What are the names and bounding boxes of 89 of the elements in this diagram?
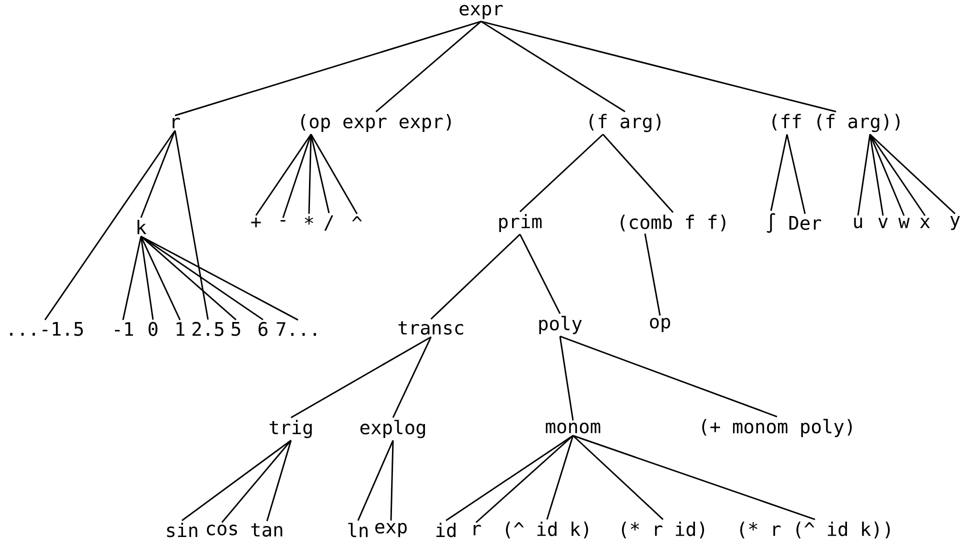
tree-node-label: * bbox=[304, 216, 314, 225]
tree-branch bbox=[390, 440, 394, 521]
tree-branch bbox=[480, 20, 836, 112]
tree-node-label: (* r id) bbox=[622, 522, 704, 538]
tree-node-label: exp bbox=[375, 522, 407, 538]
tree-branch bbox=[602, 134, 674, 213]
tree-branch bbox=[140, 236, 236, 320]
tree-branch bbox=[140, 236, 298, 321]
tree-branch bbox=[869, 134, 926, 216]
tree-branch bbox=[376, 20, 482, 112]
tree-node-label: (f arg) bbox=[590, 114, 660, 132]
tree-node-label: sin bbox=[167, 522, 198, 538]
tree-node-label: monom bbox=[546, 422, 600, 434]
tree-branch bbox=[266, 440, 292, 522]
tree-node-label: r bbox=[474, 524, 481, 536]
tree-node-label: 7... bbox=[276, 322, 316, 336]
tree-branch bbox=[476, 435, 574, 524]
tree-node-label: 0 bbox=[148, 322, 158, 336]
tree-node-label: ...-1.5 bbox=[10, 322, 83, 336]
tree-branch bbox=[310, 134, 330, 214]
tree-node-label: poly bbox=[539, 316, 582, 334]
tree-node-label: expr bbox=[460, 4, 503, 20]
tree-node-label: (+ monom poly) bbox=[702, 418, 852, 438]
tree-node-label: id bbox=[436, 522, 456, 538]
tree-branch bbox=[869, 134, 905, 216]
tree-branch bbox=[870, 134, 956, 214]
tree-node-label: x bbox=[920, 218, 930, 228]
tree-branch bbox=[140, 236, 264, 320]
tree-branch bbox=[572, 435, 664, 520]
tree-branch bbox=[282, 134, 312, 218]
tree-node-label: cos bbox=[206, 524, 237, 536]
tree-node-label: ln bbox=[348, 522, 368, 538]
tree-branch bbox=[357, 440, 394, 521]
tree-branch bbox=[770, 134, 788, 211]
tree-node-label: 1 bbox=[176, 322, 184, 336]
tree-node-label: k bbox=[138, 220, 146, 234]
tree-node-label: (comb f f) bbox=[620, 214, 726, 232]
tree-branch bbox=[174, 130, 209, 320]
tree-node-label: (op expr expr) bbox=[301, 114, 451, 132]
tree-node-label: -1 bbox=[115, 322, 133, 336]
tree-node-label: w bbox=[898, 218, 910, 228]
tree-branch bbox=[560, 336, 778, 418]
tree-node-label: r bbox=[172, 118, 180, 128]
tree-branch bbox=[308, 134, 312, 214]
tree-branch bbox=[140, 236, 181, 320]
tree-node-label: v bbox=[878, 218, 888, 228]
tree-node-label: transc bbox=[398, 321, 464, 335]
tree-node-label: explog bbox=[360, 420, 425, 438]
tree-node-label: / bbox=[324, 215, 334, 231]
tree-branch bbox=[520, 134, 604, 212]
tree-branch bbox=[786, 134, 806, 214]
tree-branch bbox=[290, 336, 432, 418]
tree-node-label: 2.5 bbox=[192, 322, 224, 336]
tree-node-label: trig bbox=[270, 420, 312, 438]
tree-branch bbox=[430, 234, 520, 320]
tree-branch bbox=[546, 435, 574, 520]
tree-node-label: 5 bbox=[232, 322, 240, 336]
tree-branch bbox=[392, 336, 432, 418]
tree-node-label: op bbox=[650, 318, 670, 332]
tree-branch bbox=[140, 130, 176, 218]
tree-branch bbox=[44, 130, 176, 320]
tree-node-label: prim bbox=[499, 214, 542, 232]
tree-branch bbox=[122, 236, 142, 320]
tree-branch bbox=[174, 20, 482, 116]
tree-node-label: (ff (f arg)) bbox=[772, 114, 900, 132]
tree-node-label: - bbox=[280, 220, 286, 222]
tree-node-label: + bbox=[251, 218, 261, 228]
tree-branch bbox=[559, 336, 574, 420]
tree-branch bbox=[310, 134, 358, 214]
tree-node-label: u bbox=[854, 218, 862, 228]
tree-branch bbox=[857, 134, 871, 216]
tree-branch bbox=[519, 234, 561, 314]
tree-branch bbox=[182, 440, 292, 522]
tree-node-label: Der bbox=[789, 216, 822, 230]
tree-node-label: y bbox=[950, 216, 960, 230]
tree-node-label: ^ bbox=[352, 216, 362, 222]
tree-node-label: (* r (^ id k)) bbox=[740, 522, 890, 538]
tree-branch bbox=[644, 233, 661, 316]
tree-node-label: tan bbox=[251, 523, 282, 537]
tree-branch bbox=[480, 20, 626, 112]
tree-node-label: 6 bbox=[258, 322, 268, 336]
tree-branch bbox=[446, 435, 574, 522]
tree-node-label: ∫ bbox=[766, 213, 776, 233]
tree-branch bbox=[869, 134, 884, 216]
tree-branch bbox=[221, 440, 292, 523]
tree-branch bbox=[140, 236, 154, 320]
tree-node-label: (^ id k) bbox=[506, 522, 588, 538]
tree-branch bbox=[572, 434, 816, 520]
tree-branch bbox=[255, 134, 312, 216]
